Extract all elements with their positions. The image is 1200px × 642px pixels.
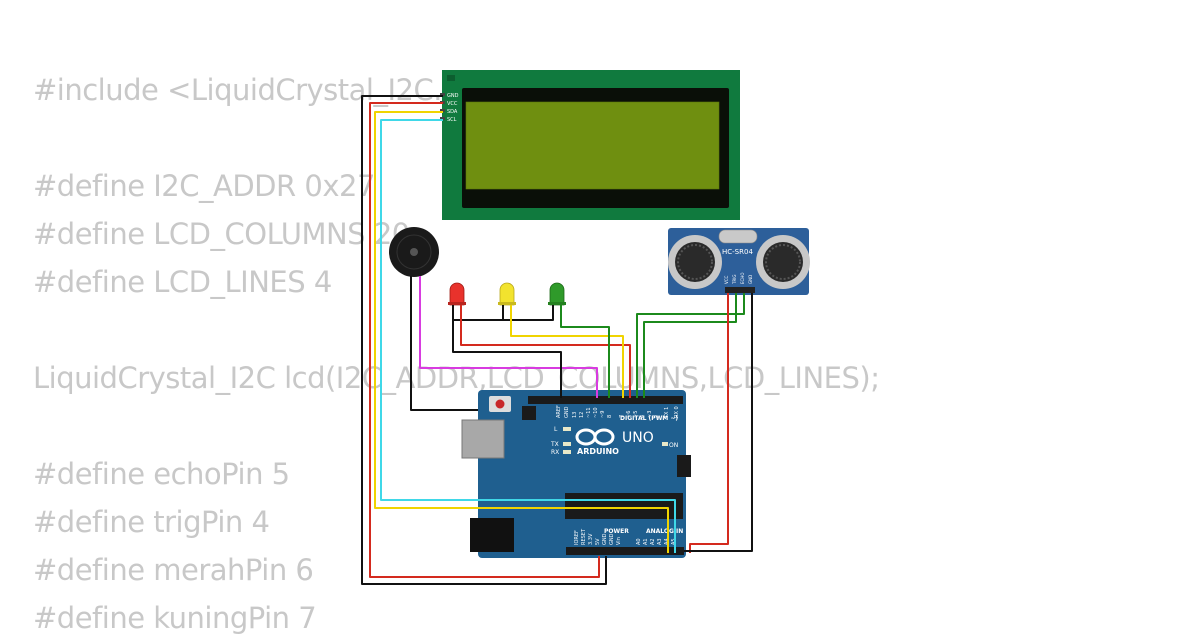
wire-led-gnd-green[interactable] (503, 305, 554, 321)
icsp-header (677, 455, 691, 477)
power-jack (470, 518, 514, 552)
lcd-pin-label: SCL (447, 117, 457, 123)
svg-text:~10: ~10 (593, 407, 599, 418)
usb-port (461, 419, 505, 459)
wire-led-green-signal[interactable] (560, 305, 610, 398)
svg-text:12: 12 (579, 412, 585, 418)
aref-label: AREF (556, 405, 562, 418)
svg-text:A3: A3 (657, 538, 663, 545)
brand-label: ARDUINO (577, 447, 619, 456)
sensor-pin-label: GND (748, 275, 753, 284)
gnd-label: GND (564, 406, 570, 418)
sensor-pin-label: ECHO (740, 273, 745, 284)
lcd-pin-label: VCC (447, 101, 458, 107)
digital-pin-labels: 13 12 ~11 ~10 ~9 8 7 ~6 ~5 4 ~3 2 TX 1 R… (572, 406, 680, 419)
svg-text:~3: ~3 (647, 411, 653, 418)
svg-text:~9: ~9 (600, 411, 606, 418)
led-green[interactable] (548, 282, 566, 306)
wiring (361, 95, 753, 585)
code-line: #define trigPin 4 (33, 505, 270, 539)
wire-sensor-gnd[interactable] (684, 293, 753, 552)
code-line: LiquidCrystal_I2C lcd(I2C_ADDR,LCD_COLUM… (33, 361, 880, 395)
ultrasonic-sensor[interactable]: HC-SR04 VCC TRIG ECHO GND (668, 228, 810, 295)
svg-text:GND: GND (609, 533, 615, 545)
sensor-pin-label: TRIG (732, 274, 737, 285)
svg-text:4: 4 (640, 415, 646, 418)
svg-text:GND: GND (602, 533, 608, 545)
svg-text:Vin: Vin (616, 537, 622, 545)
wire-led-yellow-signal[interactable] (510, 305, 624, 398)
buzzer[interactable] (389, 227, 439, 277)
wire-lcd-gnd[interactable] (361, 95, 607, 585)
svg-text:IOREF: IOREF (574, 530, 580, 545)
digital-label: DIGITAL (PWM ~) (620, 415, 678, 422)
svg-text:3.3V: 3.3V (588, 533, 594, 545)
crystal-oscillator (718, 229, 758, 244)
wire-buzzer-signal[interactable] (419, 276, 598, 398)
power-pin-labels: IOREF RESET 3.3V 5V GND GND Vin (574, 528, 622, 545)
wire-led-gnd-red[interactable] (452, 305, 562, 398)
svg-text:13: 13 (572, 412, 578, 418)
l-led-label: L (554, 426, 558, 433)
led-red[interactable] (448, 282, 466, 306)
svg-text:~11: ~11 (586, 407, 592, 418)
wire-lcd-vcc[interactable] (369, 102, 600, 578)
arduino-uno-board[interactable]: AREF GND 13 12 ~11 ~10 ~9 8 7 ~6 ~5 4 ~3… (461, 390, 691, 558)
svg-text:A1: A1 (643, 538, 649, 545)
code-line: #include <LiquidCrystal_I2C.h> (33, 73, 484, 107)
svg-text:A2: A2 (650, 538, 656, 545)
code-line: #define LCD_LINES 4 (33, 265, 332, 299)
rx-label: RX (551, 449, 559, 456)
svg-text:RESET: RESET (581, 528, 587, 545)
svg-text:5V: 5V (595, 538, 601, 545)
on-label: ON (669, 442, 678, 449)
code-line: #define kuningPin 7 (33, 601, 317, 635)
board-model: UNO (622, 430, 654, 446)
lcd-display[interactable] (442, 70, 740, 220)
code-line: #define echoPin 5 (33, 457, 290, 491)
atmega-chip (565, 493, 683, 519)
wire-sensor-echo[interactable] (636, 293, 745, 398)
wire-lcd-sda[interactable] (374, 111, 669, 553)
wire-buzzer-gnd[interactable] (410, 276, 478, 411)
wire-lcd-scl[interactable] (380, 119, 676, 553)
lcd-pin-label: SDA (447, 109, 458, 115)
analog-label: ANALOG IN (646, 528, 683, 535)
sensor-pin-label: VCC (724, 275, 729, 284)
power-label: POWER (604, 528, 629, 535)
svg-text:~5: ~5 (633, 411, 639, 418)
wire-sensor-trig[interactable] (643, 293, 737, 398)
svg-text:~6: ~6 (626, 411, 632, 418)
analog-pin-labels: A0 A1 A2 A3 A4 A5 (636, 538, 677, 545)
svg-text:TX 1: TX 1 (664, 407, 670, 419)
tx-label: TX (550, 441, 559, 448)
svg-text:8: 8 (607, 415, 613, 418)
svg-text:2: 2 (654, 415, 660, 418)
arduino-infinity-logo (575, 428, 615, 446)
code-line: #define I2C_ADDR 0x27 (33, 169, 375, 203)
svg-text:7: 7 (619, 415, 625, 418)
lcd-pin-label: GND (447, 93, 459, 99)
wire-led-red-signal[interactable] (460, 305, 631, 398)
sensor-pin-header (725, 287, 755, 293)
svg-text:A0: A0 (636, 538, 642, 545)
code-line: #define merahPin 6 (33, 553, 314, 587)
lcd-screen (466, 102, 719, 189)
sensor-model-label: HC-SR04 (722, 248, 753, 256)
power-analog-header (566, 547, 684, 555)
svg-text:RX 0: RX 0 (674, 406, 680, 418)
digital-header (528, 396, 683, 404)
wire-sensor-vcc[interactable] (689, 293, 729, 553)
led-yellow[interactable] (498, 282, 516, 306)
